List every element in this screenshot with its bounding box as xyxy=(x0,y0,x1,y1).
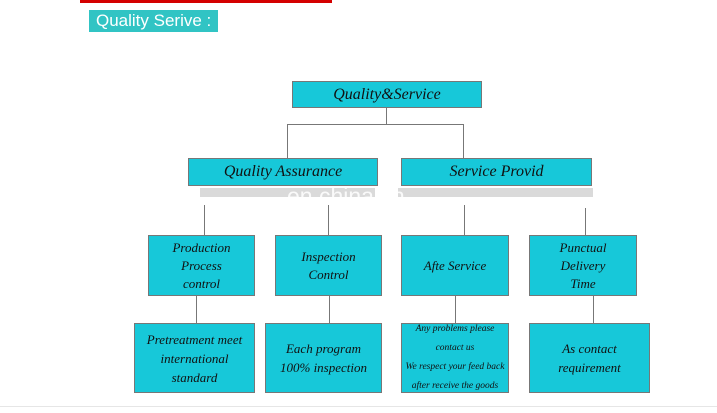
node-label-line: Delivery xyxy=(560,257,606,273)
node-label-line: Afte Service xyxy=(423,257,487,273)
pretreatment-standard-box: Pretreatment meet international standard xyxy=(134,323,255,393)
detail-line: contact us xyxy=(435,343,475,353)
quality-assurance-connector xyxy=(287,124,288,158)
production-connector xyxy=(204,205,205,235)
after-service-detail-box: Any problems please contact us We respec… xyxy=(401,323,509,393)
after-service-box: Afte Service xyxy=(401,235,509,296)
delivery-detail-box: As contact requirement xyxy=(529,323,650,393)
after-service-connector xyxy=(464,205,465,235)
bottom-rule xyxy=(0,406,717,407)
inspection-control-box: Inspection Control xyxy=(275,235,382,296)
detail-line: Any problems please xyxy=(415,324,495,334)
diagram-root-box: Quality&Service xyxy=(292,81,482,108)
node-label-line: control xyxy=(182,275,221,291)
node-label-line: Inspection xyxy=(301,248,356,264)
detail-line: requirement xyxy=(558,360,621,375)
node-label-line: Punctual xyxy=(559,239,607,255)
node-label-line: Production xyxy=(172,239,231,255)
node-label-line: Time xyxy=(570,275,596,291)
watermark-shadow xyxy=(398,188,593,197)
watermark-shadow xyxy=(200,188,375,197)
quality-assurance-box: Quality Assurance xyxy=(188,158,378,186)
punctual-delivery-time-box: Punctual Delivery Time xyxy=(529,235,637,296)
detail-line: We respect your feed back xyxy=(405,362,505,372)
red-top-line xyxy=(80,0,332,3)
node-label-line: Process xyxy=(181,257,222,273)
detail-line: As contact xyxy=(562,341,617,356)
service-provid-connector xyxy=(463,124,464,158)
after-service-detail-connector xyxy=(455,296,456,323)
node-label-line: Control xyxy=(308,266,349,282)
watermark-text: en.china.cn xyxy=(287,183,405,209)
section-heading: Quality Serive : xyxy=(89,10,219,32)
detail-line: Pretreatment meet xyxy=(146,331,243,347)
production-process-control-box: Production Process control xyxy=(148,235,255,296)
inspection-detail-connector xyxy=(329,296,330,323)
root-connector xyxy=(386,108,387,125)
service-provid-box: Service Provid xyxy=(401,158,592,186)
delivery-connector xyxy=(585,208,586,235)
delivery-detail-connector xyxy=(593,296,594,323)
detail-line: international xyxy=(160,350,229,366)
production-detail-connector xyxy=(196,296,197,323)
detail-line: standard xyxy=(171,369,218,385)
inspection-detail-box: Each program 100% inspection xyxy=(265,323,382,393)
level-two-horizontal-connector xyxy=(287,124,463,125)
detail-line: Each program xyxy=(285,341,361,356)
inspection-connector xyxy=(328,205,329,235)
detail-line: after receive the goods xyxy=(411,381,499,391)
detail-line: 100% inspection xyxy=(279,360,367,375)
